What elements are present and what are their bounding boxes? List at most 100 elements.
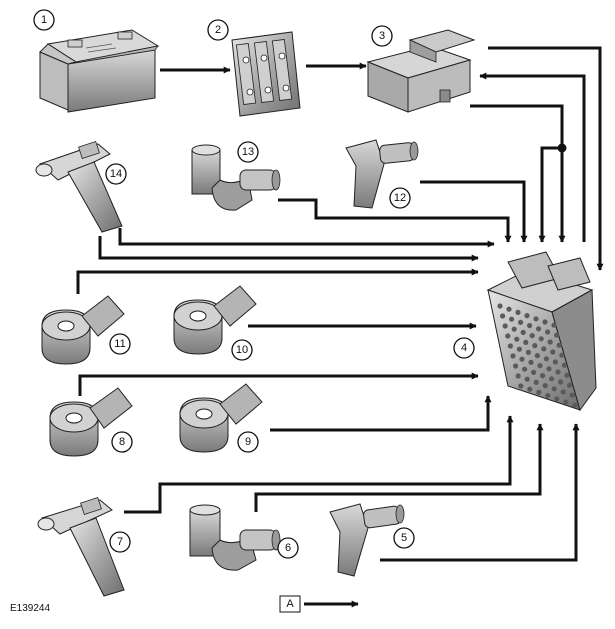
figure-reference: E139244 [10, 603, 50, 614]
ecm-pin [533, 379, 539, 385]
ignition-coil-7 [37, 497, 125, 597]
ecm-pin [556, 342, 562, 348]
ecm-pin [518, 319, 524, 325]
callout-13-text: 13 [242, 146, 254, 158]
callout-11-text: 11 [114, 338, 125, 350]
connection-lines [76, 46, 604, 562]
junction-dot [557, 143, 567, 153]
ecm-pin [524, 376, 530, 382]
power-distribution-box [366, 29, 476, 113]
ecm-pin [541, 346, 547, 352]
callout-6-text: 6 [285, 542, 291, 554]
callout-3-text: 3 [379, 30, 385, 42]
ecm-pin [525, 349, 532, 355]
ecm-pin [511, 326, 517, 332]
ecm-pin [523, 339, 529, 345]
knock-sensor-10 [173, 285, 257, 355]
camshaft-position-sensor [329, 503, 405, 577]
ecm-pin [531, 369, 537, 375]
ecm-pin [516, 346, 523, 352]
line-7-to-4 [124, 415, 514, 514]
ecm-pin [545, 329, 551, 335]
ecm-pin [543, 356, 550, 362]
ecm-pin [545, 393, 551, 399]
line-14a-to-4 [118, 228, 495, 248]
callout-4-text: 4 [461, 342, 467, 354]
callout-1-text: 1 [41, 14, 47, 26]
ecm-pin [561, 362, 568, 368]
line-3-to-4-inner [470, 104, 566, 243]
ecm-pin [509, 316, 515, 322]
ecm-pin [551, 386, 557, 392]
ecm-pin [540, 373, 546, 379]
knock-sensor-11 [41, 295, 125, 365]
line-3-to-4-outer [488, 46, 604, 271]
line-14b-to-4 [98, 236, 479, 262]
camshaft-position-sensor-12 [345, 139, 419, 209]
ecm-pin [567, 382, 573, 388]
ecm-pin [510, 353, 516, 359]
callout-3: 3 [371, 25, 393, 47]
callout-14-text: 14 [110, 168, 122, 180]
callout-9: 9 [237, 431, 259, 453]
ecm-pin [519, 356, 525, 362]
callout-labels: 1 2 3 4 5 6 7 8 9 10 11 12 13 14 [33, 9, 475, 559]
ecm-pin [515, 309, 521, 315]
line-3-branch [538, 146, 562, 243]
callout-8: 8 [111, 431, 133, 453]
ecm-pin [514, 336, 520, 342]
callout-7-text: 7 [117, 536, 123, 548]
line-11-to-4 [76, 268, 479, 294]
ecm-pin [536, 389, 542, 395]
ecm-pin [527, 323, 533, 329]
callout-11: 11 [109, 333, 131, 355]
ecm-pin [550, 349, 556, 355]
ecm-pin [524, 313, 530, 319]
ecm-pin [527, 386, 533, 392]
ecm-pin [532, 343, 538, 349]
callout-13: 13 [237, 141, 259, 163]
ecm-pin [522, 366, 528, 372]
ecm-pin [549, 376, 555, 382]
ecm-pin [560, 389, 566, 395]
crankshaft-position-sensor-13 [191, 144, 281, 211]
ecm-pin [536, 326, 542, 332]
callout-14: 14 [105, 163, 127, 185]
engine-control-module [486, 251, 597, 412]
callout-6: 6 [277, 537, 299, 559]
ecm-pin [534, 353, 541, 359]
ecm-pin [554, 396, 560, 402]
ecm-pin [505, 333, 511, 339]
line-12-to-4 [420, 180, 528, 243]
callout-2-text: 2 [215, 24, 221, 36]
ecm-pin [533, 316, 539, 322]
ecm-pin [558, 379, 564, 385]
callout-10-text: 10 [236, 344, 248, 356]
ecm-pin [538, 336, 544, 342]
crankshaft-position-sensor [189, 504, 281, 571]
ecm-pin [572, 402, 578, 408]
ecm-pin [529, 333, 535, 339]
callout-2: 2 [207, 19, 229, 41]
line-4-to-3-return [479, 72, 586, 242]
legend: A [279, 595, 359, 613]
line-8-to-4 [78, 372, 479, 396]
ecm-pin [515, 373, 521, 379]
callout-4: 4 [453, 337, 475, 359]
ecm-pin [528, 359, 534, 365]
ecm-pin-grid [497, 303, 578, 408]
ecm-pin [513, 363, 519, 369]
ecm-pin [537, 363, 543, 369]
ecm-pin [552, 359, 559, 365]
ecm-pin [564, 372, 570, 378]
ecm-pin [507, 343, 513, 349]
ecm-pin [542, 319, 548, 325]
callout-8-text: 8 [119, 436, 125, 448]
ecm-pin [554, 332, 560, 338]
callout-7: 7 [109, 531, 131, 553]
ecm-pin [547, 339, 553, 345]
ignition-coil-14 [35, 141, 123, 233]
callout-5-text: 5 [401, 532, 407, 544]
ecm-pin [555, 369, 561, 375]
